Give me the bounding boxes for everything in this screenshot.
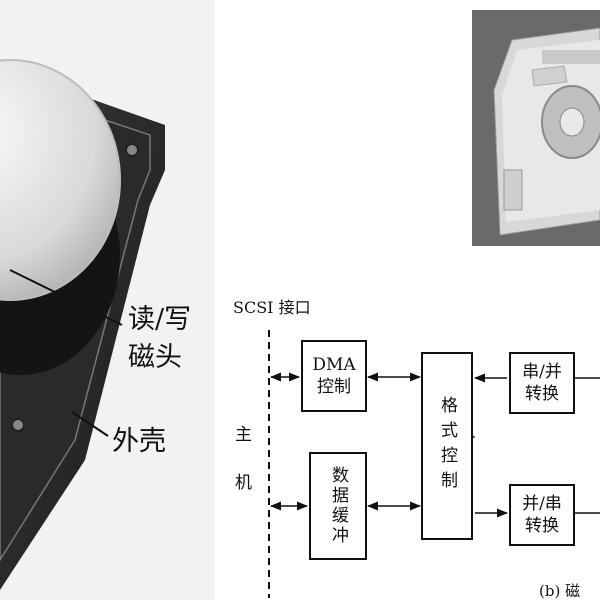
parallel-to-serial-block: 并/串 转换 (509, 484, 575, 546)
dma-control-block: DMA 控制 (301, 340, 367, 412)
data-buffer-block: 数据缓冲 (309, 452, 367, 560)
figure-caption: (b) 磁 (539, 582, 581, 600)
parallel-to-serial-line1: 并/串 (522, 494, 562, 514)
format-control-label: 格式控制 (437, 396, 457, 496)
hard-disk-photo (0, 0, 215, 600)
format-control-block: 格式控制 (421, 352, 473, 540)
read-write-head-label-line1: 读/写 (128, 304, 192, 335)
shell-label: 外壳 (112, 426, 166, 457)
drive-chassis-photo (472, 10, 600, 246)
dma-control-line1: DMA (312, 355, 356, 375)
data-buffer-label: 数据缓冲 (328, 466, 348, 546)
serial-to-parallel-block: 串/并 转换 (509, 352, 575, 414)
hard-disk-illustration (0, 59, 165, 590)
serial-to-parallel-line2: 转换 (524, 384, 559, 404)
scsi-interface-label: SCSI 接口 (233, 298, 311, 317)
host-label-2: 机 (235, 473, 252, 493)
drive-chassis-illustration (472, 10, 600, 246)
diagram-connectors (268, 330, 600, 598)
disk-controller-block-diagram: SCSI 接口 主 机 DMA 控制 数据缓冲 格式控制 串/并 转换 并/串 … (215, 280, 600, 600)
parallel-to-serial-line2: 转换 (524, 516, 559, 536)
serial-to-parallel-line1: 串/并 (522, 362, 562, 382)
host-label-1: 主 (235, 425, 252, 445)
read-write-head-label-line2: 磁头 (128, 342, 182, 373)
dma-control-line2: 控制 (316, 377, 351, 397)
